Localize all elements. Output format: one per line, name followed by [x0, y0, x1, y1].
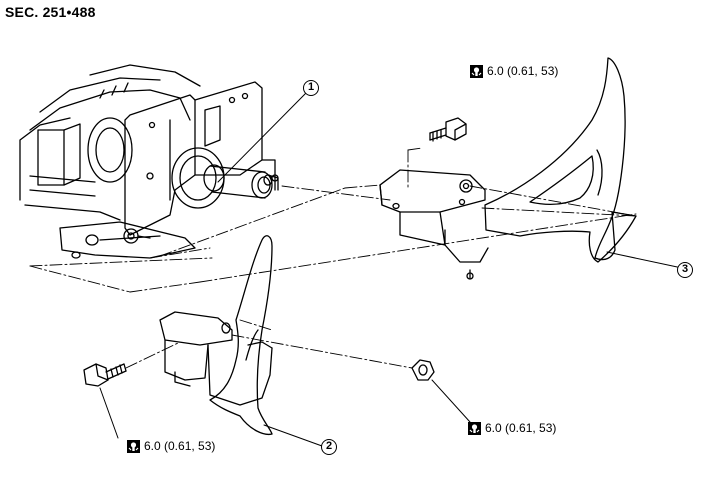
callout-1: 1: [303, 80, 319, 96]
torque-value-bottom-left: 6.0 (0.61, 53): [144, 439, 216, 453]
steering-column-assembly: [19, 64, 279, 259]
torque-value-bottom-right: 6.0 (0.61, 53): [485, 421, 557, 435]
torque-spec-bottom-left: 6.0 (0.61, 53): [127, 439, 215, 453]
torque-value-top: 6.0 (0.61, 53): [487, 64, 559, 78]
torque-spec-top: 6.0 (0.61, 53): [470, 64, 558, 78]
torque-wrench-icon: [127, 439, 140, 453]
torque-wrench-icon: [470, 64, 483, 78]
section-code: SEC. 251•488: [5, 4, 96, 20]
callout-2: 2: [321, 439, 337, 455]
bolt-top: [429, 117, 467, 142]
assembly-lines: [29, 147, 637, 369]
bolt-bottom-left: [83, 363, 127, 387]
paddle-shifter-right: [379, 57, 637, 280]
torque-wrench-icon: [468, 421, 481, 435]
torque-spec-bottom-right: 6.0 (0.61, 53): [468, 421, 556, 435]
leader-lines: [99, 92, 683, 447]
nut-bottom-right: [411, 359, 435, 381]
paddle-shifter-left: [159, 235, 273, 436]
callout-3: 3: [677, 262, 693, 278]
